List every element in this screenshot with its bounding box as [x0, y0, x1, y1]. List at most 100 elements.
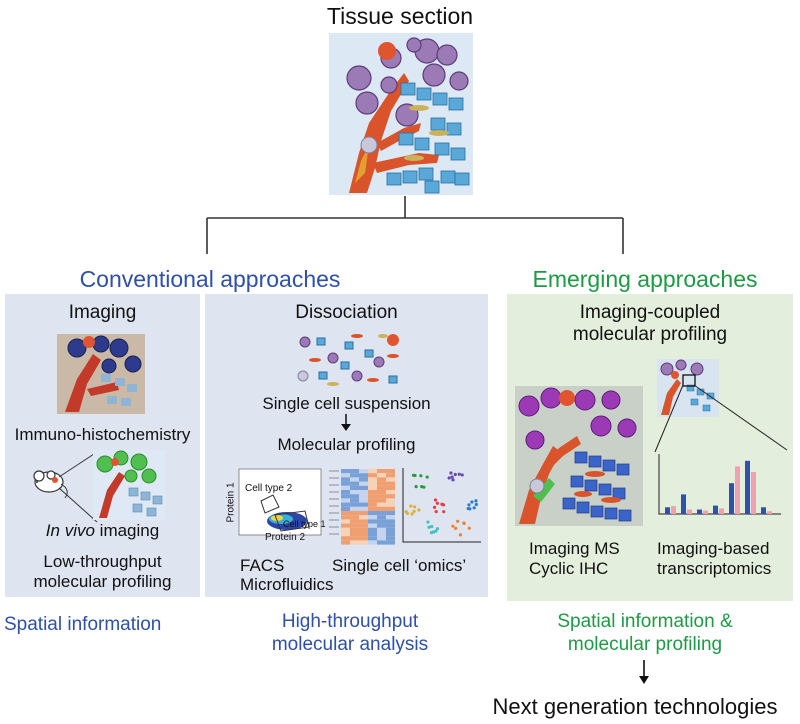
- scatter-point: [474, 499, 478, 503]
- scatter-point: [426, 520, 430, 524]
- emerging-panel-title-line2: molecular profiling: [572, 324, 728, 345]
- omics-label: Single cell ‘omics’: [332, 556, 467, 575]
- heatmap-cell: [368, 523, 377, 528]
- scatter-point: [474, 502, 478, 507]
- down-arrow-icon: [637, 660, 651, 686]
- bar: [751, 472, 756, 514]
- heatmap-cell: [386, 485, 395, 490]
- scatter-point: [410, 512, 414, 516]
- spatial-info-caption: Spatial information: [4, 614, 162, 635]
- heatmap-cell: [359, 473, 368, 478]
- bar: [697, 509, 702, 514]
- heatmap-cell: [377, 506, 386, 511]
- heatmap-cell: [377, 481, 386, 486]
- heatmap-cell: [377, 473, 386, 478]
- heatmap-cell: [341, 515, 350, 520]
- bar-chart: [657, 454, 783, 518]
- low-throughput-line2: molecular profiling: [33, 572, 172, 591]
- heatmap-cell: [359, 536, 368, 541]
- heatmap-cell: [377, 523, 386, 528]
- heatmap-cell: [341, 485, 350, 490]
- scatter-point: [468, 507, 472, 511]
- bar: [767, 511, 772, 514]
- molecular-profiling-label: Molecular profiling: [277, 435, 416, 454]
- scatter-point: [450, 475, 454, 479]
- scatter-point: [457, 472, 461, 476]
- heatmap-cell: [359, 515, 368, 520]
- heatmap-cell: [368, 502, 377, 507]
- scatter-point: [430, 524, 434, 529]
- bar: [671, 506, 676, 514]
- scatter-point: [454, 526, 458, 530]
- heatmap-cell: [341, 527, 350, 532]
- imaging-ms-line1: Imaging MS: [529, 539, 620, 558]
- heatmap-cell: [350, 481, 359, 486]
- scatter-point: [419, 474, 423, 478]
- emerging-caption-line1: Spatial information &: [557, 611, 733, 632]
- heatmap-cell: [377, 532, 386, 537]
- heatmap-cell: [359, 527, 368, 532]
- invivo-image: [93, 450, 165, 520]
- dissociation-panel: Dissociation Single cell suspension Mole…: [205, 294, 488, 597]
- heatmap-cell: [341, 481, 350, 486]
- heatmap-cell: [341, 532, 350, 537]
- heatmap-cell: [359, 481, 368, 486]
- scatter-point: [467, 526, 471, 530]
- heatmap-cell: [377, 502, 386, 507]
- scatter-point: [458, 533, 463, 537]
- low-throughput-line1: Low-throughput: [43, 552, 162, 571]
- heatmap-cell: [368, 511, 377, 516]
- scatter-point: [447, 476, 451, 480]
- heatmap-cell: [386, 523, 395, 528]
- heatmap-cell: [377, 477, 386, 482]
- invivo-label-rest: imaging: [94, 521, 160, 540]
- facs-x-label: Protein 2: [264, 532, 306, 543]
- scatter-point: [453, 472, 457, 477]
- heatmap-cell: [359, 532, 368, 537]
- heatmap-cell: [341, 498, 350, 503]
- heatmap-cell: [359, 485, 368, 490]
- heatmap-cell: [386, 511, 395, 516]
- heatmap-cell: [350, 485, 359, 490]
- heatmap-cell: [386, 527, 395, 532]
- heatmap-cell: [386, 477, 395, 482]
- imaging-panel: Imaging Immuno-histochemistry: [5, 294, 200, 597]
- scatter-point: [434, 509, 438, 514]
- transcriptomics-line2: transcriptomics: [657, 559, 772, 578]
- heatmap-cell: [377, 494, 386, 499]
- heatmap-cell: [341, 477, 350, 482]
- facs-celltype1-label: Cell type 1: [283, 519, 326, 529]
- heatmap-cell: [359, 494, 368, 499]
- tissue-illustration: [329, 33, 473, 195]
- heatmap-cell: [350, 523, 359, 528]
- tree-connector: [0, 0, 800, 260]
- heatmap-cell: [368, 536, 377, 541]
- heatmap-cell: [377, 511, 386, 516]
- dissociation-title: Dissociation: [295, 302, 398, 323]
- bar: [687, 509, 692, 514]
- bar: [681, 494, 686, 514]
- scatter-axes: [402, 468, 481, 543]
- bar: [719, 508, 724, 514]
- heatmap-cell: [386, 473, 395, 478]
- heatmap-cell: [368, 540, 377, 545]
- heatmap-cell: [368, 490, 377, 495]
- bar-axes: [658, 454, 781, 515]
- scatter-point: [460, 473, 464, 477]
- suspension-cells: [293, 332, 403, 388]
- emerging-heading: Emerging approaches: [532, 266, 758, 292]
- heatmap-cell: [377, 536, 386, 541]
- ihc-label: Immuno-histochemistry: [14, 425, 191, 444]
- imaging-title: Imaging: [68, 302, 137, 323]
- bar: [729, 483, 734, 514]
- heatmap-cell: [386, 515, 395, 520]
- heatmap-cell: [350, 515, 359, 520]
- heatmap-cell: [377, 498, 386, 503]
- heatmap-cell: [350, 519, 359, 524]
- high-throughput-line2: molecular analysis: [271, 634, 429, 655]
- heatmap-cell: [377, 485, 386, 490]
- scatter-point: [417, 508, 421, 512]
- scatter-point: [413, 505, 417, 509]
- heatmap-cell: [350, 498, 359, 503]
- heatmap-cell: [341, 536, 350, 541]
